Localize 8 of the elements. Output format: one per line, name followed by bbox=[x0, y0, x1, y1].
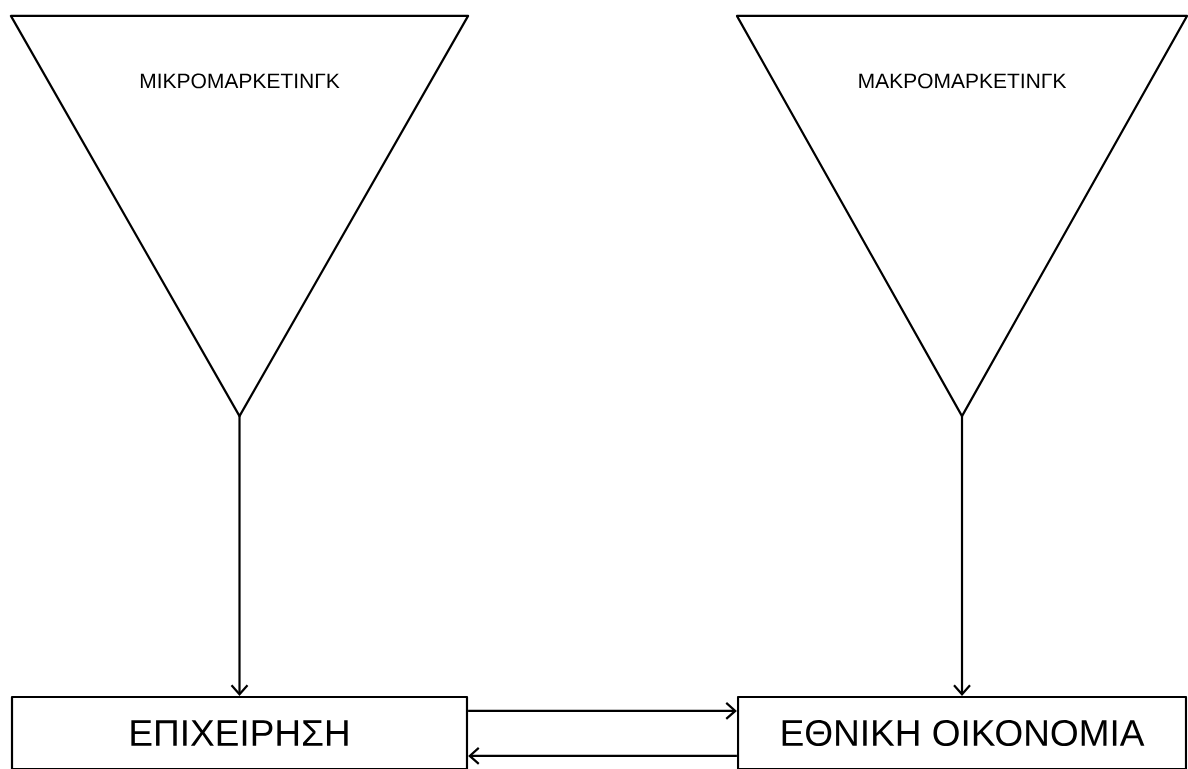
triangle: ΜΙΚΡΟΜΑΡΚΕΤΙΝΓΚ bbox=[9, 14, 470, 418]
arrow bbox=[468, 702, 737, 720]
triangle: ΜΑΚΡΟΜΑΡΚΕΤΙΝΓΚ bbox=[735, 14, 1188, 418]
arrow bbox=[230, 416, 249, 696]
box: ΕΘΝΙΚΗ ΟΙΚΟΝΟΜΙΑ bbox=[736, 695, 1188, 769]
box: ΕΠΙΧΕΙΡΗΣΗ bbox=[10, 695, 469, 769]
arrow bbox=[953, 416, 971, 696]
arrow bbox=[468, 747, 737, 765]
